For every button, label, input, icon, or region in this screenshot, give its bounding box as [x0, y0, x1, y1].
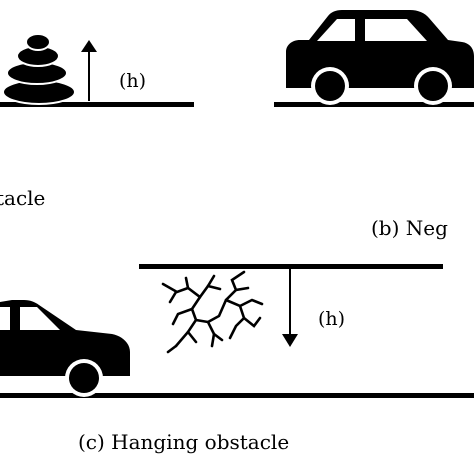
car-icon [286, 10, 474, 105]
height-label-a: (h) [119, 70, 147, 92]
panel-hanging-obstacle [0, 264, 474, 398]
ground-line-b [274, 102, 474, 107]
arrow-down-icon [282, 269, 298, 347]
ceiling-line [139, 264, 443, 269]
branches-icon [161, 270, 264, 354]
ground-line-c [0, 393, 474, 398]
caption-positive-obstacle: tacle [0, 186, 46, 210]
caption-hanging-obstacle: (c) Hanging obstacle [78, 430, 290, 454]
ground-line-a [0, 102, 194, 107]
panel-negative-obstacle [274, 10, 474, 107]
caption-negative-obstacle: (b) Neg [371, 216, 448, 240]
height-label-c: (h) [318, 308, 346, 330]
stacked-rocks-icon [2, 33, 76, 105]
panel-positive-obstacle [0, 33, 194, 107]
arrow-up-icon [81, 40, 97, 101]
car-icon [0, 300, 130, 397]
